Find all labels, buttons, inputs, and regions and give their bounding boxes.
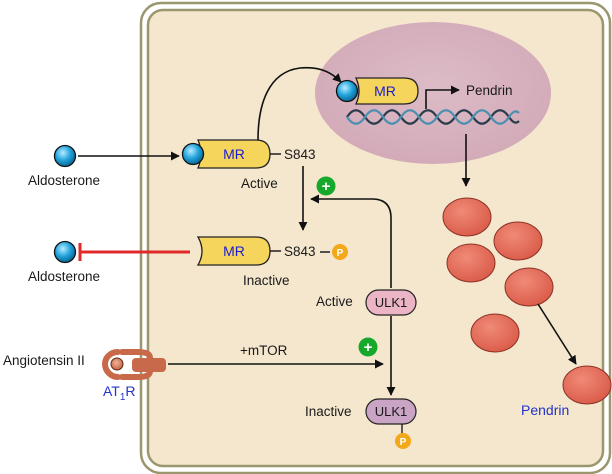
- inactive-label: Inactive: [243, 273, 290, 288]
- mr-inactive-label: MR: [223, 243, 245, 259]
- at1r-receptor-icon: [101, 349, 166, 380]
- ulk1-active-label: ULK1: [375, 295, 408, 310]
- ulk1-active-state-label: Active: [316, 294, 353, 309]
- pendrin-vesicle: [446, 243, 496, 283]
- pendrin-protein-label: Pendrin: [521, 402, 569, 418]
- mr-nucleus-label: MR: [374, 83, 396, 99]
- pendrin-vesicles: [442, 197, 554, 353]
- plus-badge-bottom: +: [358, 337, 378, 357]
- ulk1-inactive-label: ULK1: [375, 404, 408, 419]
- plus-bottom-icon: +: [364, 339, 373, 356]
- active-label: Active: [241, 176, 278, 191]
- aldosterone-bound-active: [181, 142, 205, 166]
- dna-helix: [346, 109, 520, 125]
- phospho-mr-label: P: [337, 248, 344, 259]
- mr-inactive-shape: [196, 236, 271, 266]
- s843-active-label: S843: [284, 147, 316, 162]
- aldosterone-bound-nucleus: [335, 79, 359, 103]
- mr-active-label: MR: [223, 146, 245, 162]
- nucleus: [315, 22, 551, 164]
- mtor-label: +mTOR: [240, 343, 288, 358]
- phospho-ulk1-label: P: [400, 437, 407, 448]
- mr-nucleus-complex: MR: [335, 77, 419, 105]
- s843-inactive-label: S843: [284, 244, 316, 259]
- angiotensin-ligand: [110, 357, 124, 371]
- mr-active-complex: MR: [181, 139, 271, 169]
- pendrin-trafficking-arrow: [537, 303, 577, 365]
- aldosterone-top-label: Aldosterone: [28, 173, 100, 188]
- plus-badge-top: +: [316, 176, 336, 196]
- pendrin-vesicle: [504, 267, 554, 307]
- ulk1-activation-arrow: [310, 194, 392, 288]
- mr-nucleus-shape: [354, 77, 419, 105]
- pendrin-vesicle: [442, 197, 492, 237]
- pendrin-vesicle: [470, 313, 520, 353]
- pendrin-membrane-vesicle: [562, 365, 612, 405]
- ulk1-active-pill: ULK1: [365, 289, 417, 316]
- nuclear-translocation-arrow: [257, 66, 342, 141]
- transcription-arrow: [425, 85, 460, 109]
- pendrin-vesicle: [493, 221, 543, 261]
- mr-inactive-complex: MR: [196, 236, 271, 266]
- phospho-mr-badge: P: [332, 244, 348, 260]
- pendrin-gene-label: Pendrin: [466, 83, 513, 98]
- aldosterone-molecule-top: [53, 144, 77, 168]
- angiotensin-label: Angiotensin II: [3, 353, 85, 368]
- plus-top-icon: +: [322, 178, 331, 195]
- aldosterone-bottom-label: Aldosterone: [28, 269, 100, 284]
- ulk1-inactive-state-label: Inactive: [305, 404, 352, 419]
- at1r-label: AT1R: [103, 383, 136, 403]
- ulk1-inactive-pill: ULK1: [365, 398, 417, 425]
- aldosterone-molecule-bottom: [53, 240, 77, 264]
- phospho-ulk1-badge: P: [395, 433, 411, 449]
